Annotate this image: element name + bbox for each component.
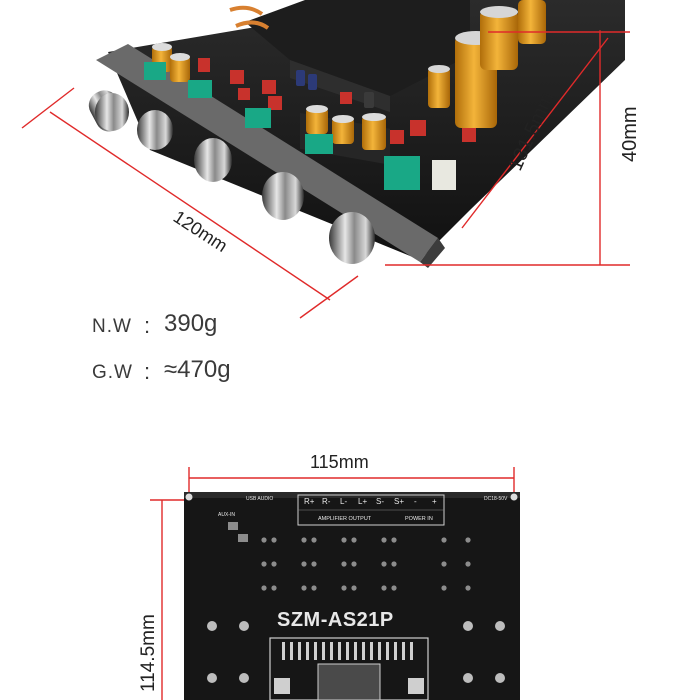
capacitors [152, 0, 546, 150]
label-s-minus: S- [376, 497, 384, 506]
dimension-width-top: 120mm [170, 207, 231, 256]
dimension-height: 40mm [619, 106, 641, 162]
label-l-minus: L- [340, 497, 347, 506]
solder-pads [207, 522, 505, 683]
spec-value: ≈470g [164, 356, 231, 383]
label-r-plus: R+ [304, 497, 315, 506]
label-dc-input: DC18-50V [484, 496, 508, 502]
spec-colon: : [144, 359, 151, 384]
amplifier-board-angled [88, 0, 625, 268]
label-aux-in: AUX-IN [218, 512, 235, 518]
terminal-label-row: R+ R- L- L+ S- S+ - + AMPLIFIER OUTPUT P… [297, 494, 445, 526]
terminal-blocks [144, 62, 420, 190]
model-name: SZM-AS21P [277, 609, 394, 631]
label-power-in: POWER IN [405, 516, 433, 522]
label-l-plus: L+ [358, 497, 367, 506]
connector [432, 160, 456, 190]
label-r-minus: R- [322, 497, 331, 506]
label-usb-audio: USB AUDIO [246, 496, 273, 502]
front-panel [96, 44, 438, 262]
label-minus: - [414, 497, 417, 506]
dimension-lines-top [21, 30, 630, 319]
volume-knobs [88, 90, 375, 264]
label-s-plus: S+ [394, 497, 404, 506]
spec-value: 390g [164, 310, 218, 337]
dimension-width-bottom: 115mm [310, 452, 369, 472]
resistors [198, 58, 476, 144]
label-amplifier-output: AMPLIFIER OUTPUT [318, 516, 372, 522]
dimension-length-bottom: 114.5mm [138, 614, 159, 692]
spec-key: G.W [92, 362, 133, 383]
spec-colon: : [144, 313, 151, 338]
amplifier-board-top-view: 115mm 114.5mm R+ R- L- L+ S- S+ - + AMPL… [138, 452, 520, 700]
chip-footprint [269, 637, 429, 700]
spec-key: N.W [92, 316, 132, 337]
label-plus: + [432, 497, 437, 506]
